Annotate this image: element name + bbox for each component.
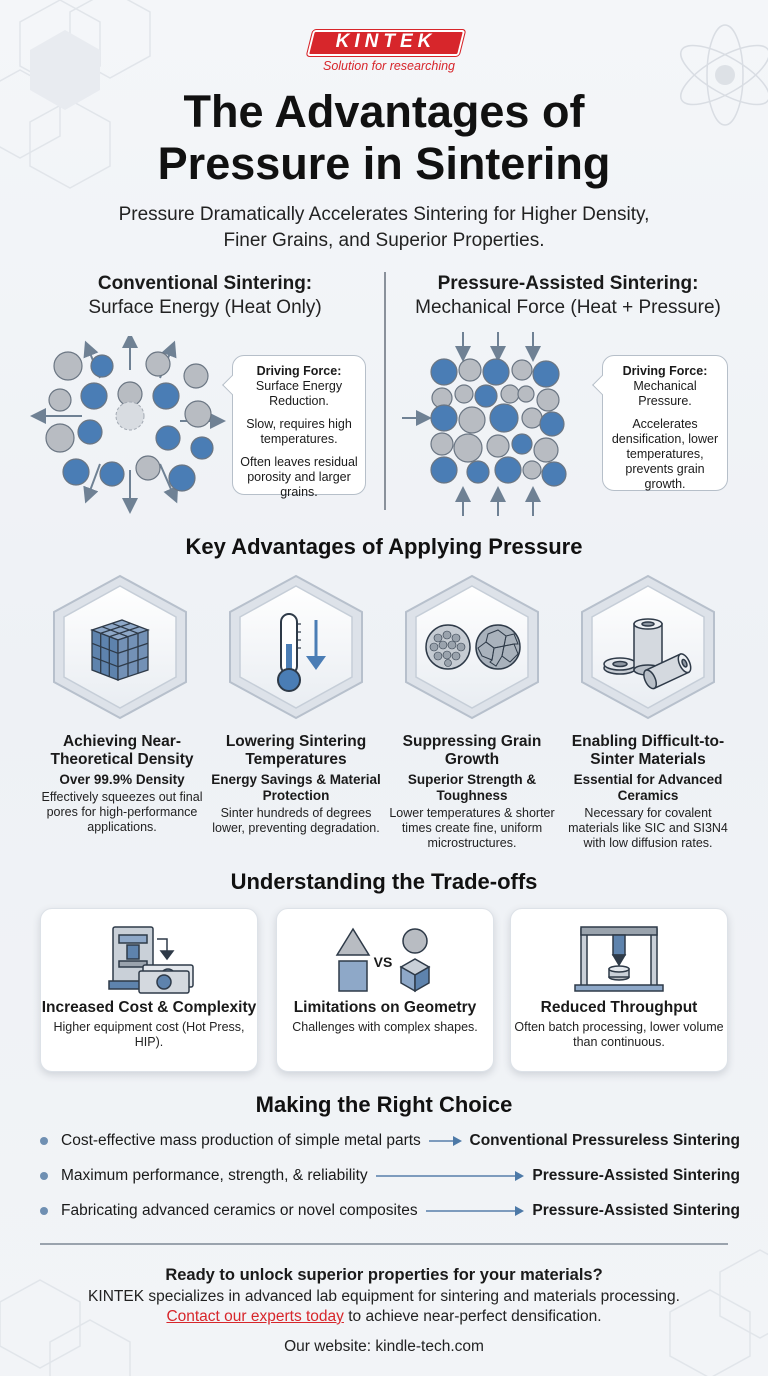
tradeoffs-title: Understanding the Trade-offs [230,869,538,894]
pressure-heading: Pressure-Assisted Sintering: Mechanical … [415,273,721,318]
advantages-title: Key Advantages of Applying Pressure [185,534,583,559]
thermometer-down-icon [277,613,326,692]
logo-tagline: Solution for researching [322,59,456,73]
tradeoff-throughput-card: Reduced Throughput Often batch processin… [510,908,728,1072]
pressure-driving-force-callout: Driving Force: Mechanical Pressure. Acce… [592,355,728,491]
tradeoff-geometry-card: VS Limitations on Geometry Challenges wi… [276,908,494,1072]
advantage-density: Achieving Near-Theoretical Density Over … [41,733,203,834]
website-text: Our website: kindle-tech.com [284,1338,484,1355]
cta-description: KINTEK specializes in advanced lab equip… [88,1288,680,1305]
cta-contact-line: Contact our experts today to achieve nea… [166,1308,602,1325]
page-subtitle: Pressure Dramatically Accelerates Sinter… [118,204,650,251]
ceramic-parts-icon [603,618,692,690]
svg-text:VS: VS [374,954,393,970]
choice-title: Making the Right Choice [255,1092,513,1117]
advantage-grain-growth: Suppressing Grain Growth Superior Streng… [389,733,555,850]
arrow-line [428,1140,453,1142]
batch-press-icon [574,926,664,992]
choice-row: Fabricating advanced ceramics or novel c… [40,1200,740,1222]
arrow-right-icon [452,1136,462,1146]
arrow-right-icon [515,1171,525,1181]
bullet-icon [40,1137,48,1145]
cube-grid-icon [90,619,150,681]
advantage-temperature: Lowering Sintering Temperatures Energy S… [211,733,381,835]
shapes-vs-icon: VS [335,927,431,993]
footer-divider [40,1243,728,1245]
grain-structure-icon [425,624,521,670]
arrow-right-icon [515,1206,525,1216]
advantages-hexagons [53,574,715,720]
press-cost-icon [108,926,194,994]
advantage-difficult-materials: Enabling Difficult-to-Sinter Materials E… [568,733,728,850]
bullet-icon [40,1172,48,1180]
column-divider [384,272,386,510]
conventional-particles-diagram [30,336,226,514]
cta-question: Ready to unlock superior properties for … [165,1266,603,1284]
choice-row: Maximum performance, strength, & reliabi… [40,1165,740,1187]
choice-row: Cost-effective mass production of simple… [40,1130,740,1152]
conventional-heading: Conventional Sintering: Surface Energy (… [88,273,322,318]
arrow-line [425,1210,516,1212]
arrow-line [375,1175,516,1177]
logo-wordmark: KINTEK [335,31,437,52]
contact-experts-link[interactable]: Contact our experts today [166,1308,344,1325]
tradeoff-cost-card: Increased Cost & Complexity Higher equip… [40,908,258,1072]
bullet-icon [40,1207,48,1215]
kintek-logo: KINTEK Solution for researching [306,28,466,78]
page-title: The Advantages of Pressure in Sintering [157,86,611,189]
pressure-particles-diagram [402,332,567,516]
conventional-driving-force-callout: Driving Force: Surface Energy Reduction.… [222,355,366,499]
